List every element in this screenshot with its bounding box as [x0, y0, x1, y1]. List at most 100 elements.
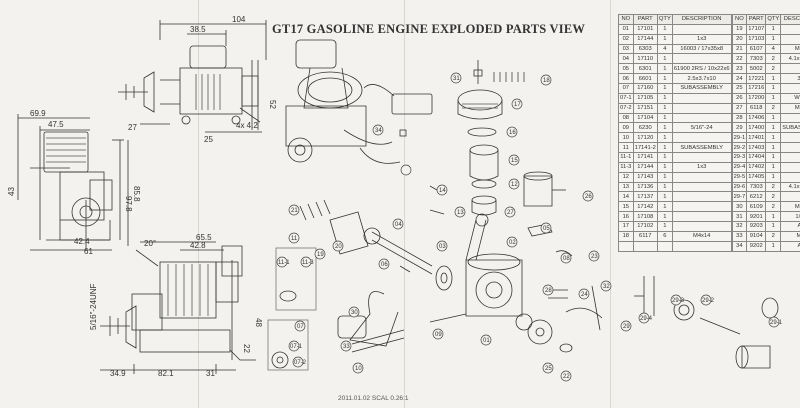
cell-no: 31 [731, 211, 748, 223]
cell-no: 16 [618, 211, 634, 223]
cell-qty: 1 [656, 112, 673, 124]
dim-side-base-1: 42.4 [74, 237, 90, 246]
cell-part: 17101 [632, 23, 658, 35]
cell-no: 29-4 [731, 161, 748, 173]
engine-top-view [118, 20, 267, 133]
cell-part: 17221 [746, 73, 767, 85]
cell-description: 2.5x3.7x10 [671, 73, 732, 85]
cell-description [671, 132, 732, 144]
cell-part: 17103 [746, 33, 767, 45]
cell-part: 9104 [746, 230, 767, 242]
dim-side-base-2: 61 [84, 247, 93, 256]
callout-02: 02 [509, 240, 516, 246]
cell-part: 17104 [632, 112, 658, 124]
cell-no: 30 [731, 201, 748, 213]
cell-qty: 2 [765, 201, 782, 213]
cell-qty: 1 [765, 142, 782, 154]
cell-description [780, 171, 800, 183]
cell-no: 29-6 [731, 181, 748, 193]
cell-part: 17160 [632, 83, 658, 94]
cell-part: 17137 [632, 191, 658, 203]
cell-no: 21 [731, 43, 748, 55]
dim-mount-bolt: 4x 4.2 [236, 121, 258, 130]
table-divider [730, 240, 733, 252]
cell-part: 17216 [746, 83, 767, 94]
cell-description: 61900 2RS / 10x22x6 [671, 63, 732, 75]
cell-description: M4x10 [780, 43, 800, 55]
cell-part: 6601 [632, 73, 658, 85]
dim-bottom-width-1: 65.5 [196, 233, 212, 242]
cell-qty: 1 [765, 23, 782, 35]
callout-30: 30 [351, 310, 358, 316]
callout-24: 24 [581, 292, 588, 298]
cell-description: 1x3 [671, 161, 732, 173]
dim-side-width-1: 69.9 [30, 109, 46, 118]
cell-qty: 4 [656, 43, 673, 55]
cell-no: 01 [618, 23, 634, 35]
header-no: NO [731, 14, 748, 25]
cell-description: M4x50 [780, 201, 800, 213]
cell-no: 11 [618, 142, 634, 154]
cell-part: 17404 [746, 152, 767, 163]
callout-10: 10 [355, 366, 362, 372]
cell-no: 29-2 [731, 142, 748, 154]
callout-29-3: 29-3 [672, 298, 685, 304]
callout-05: 05 [543, 226, 550, 232]
cell-qty: 1 [765, 152, 782, 163]
callout-18: 18 [543, 78, 550, 84]
cell-no: 19 [731, 23, 748, 35]
cell-description [671, 181, 732, 193]
callout-29-2: 29-2 [702, 298, 715, 304]
table-header-row: NO PART QTY DESCRIPTION NO PART QTY DESC… [618, 14, 800, 25]
callout-17: 17 [514, 102, 521, 108]
cell-description: 16003 / 17x35x8 [671, 43, 732, 55]
dim-top-height: 52 [268, 100, 277, 109]
fold-line [404, 0, 405, 408]
cell-description [671, 102, 732, 114]
cell-no: 07-1 [618, 92, 634, 104]
cell-qty: 1 [765, 171, 782, 183]
cell-no: 17 [618, 221, 634, 232]
cell-no: 11-1 [618, 152, 634, 163]
cell-qty: 1 [765, 132, 782, 144]
cell-qty: 2 [765, 63, 782, 75]
callout-07: 07 [297, 324, 304, 330]
cell-part: 6118 [746, 102, 767, 114]
cell-part: 6109 [746, 201, 767, 213]
cell-part: 17108 [632, 211, 658, 223]
cell-part: 7303 [746, 53, 767, 65]
header-qty: QTY [765, 14, 782, 25]
cell-no [618, 240, 634, 252]
cell-no: 29-1 [731, 132, 748, 144]
callout-13: 13 [457, 210, 464, 216]
callout-15: 15 [511, 158, 518, 164]
cell-qty: 1 [765, 112, 782, 124]
dim-bottom-base-2: 82.1 [158, 369, 174, 378]
cell-no: 05 [618, 63, 634, 75]
callout-11-1: 11-1 [278, 260, 290, 266]
cell-no: 26 [731, 92, 748, 104]
cell-description: SUBASSEMBLY [671, 142, 732, 154]
callout-25: 25 [545, 366, 552, 372]
header-part: PART [632, 14, 658, 25]
cell-no: 14 [618, 191, 634, 203]
callout-21: 21 [291, 208, 298, 214]
cell-no: 07 [618, 83, 634, 94]
cell-part: 6230 [632, 122, 658, 134]
callout-07-1: 07-1 [290, 344, 303, 350]
cell-qty: 1 [656, 122, 673, 134]
dimension-labels: 104 38.5 52 27 25 4x 4.2 69.9 47.5 85.8 … [7, 15, 277, 378]
cell-description: M4x14 [671, 230, 732, 242]
callout-34: 34 [375, 128, 382, 134]
table-row: 3492021A-01 [618, 240, 800, 252]
cell-description [671, 171, 732, 183]
cell-description [671, 221, 732, 232]
cell-qty: 1 [656, 181, 673, 193]
header-description: DESCRIPTION [780, 14, 800, 25]
